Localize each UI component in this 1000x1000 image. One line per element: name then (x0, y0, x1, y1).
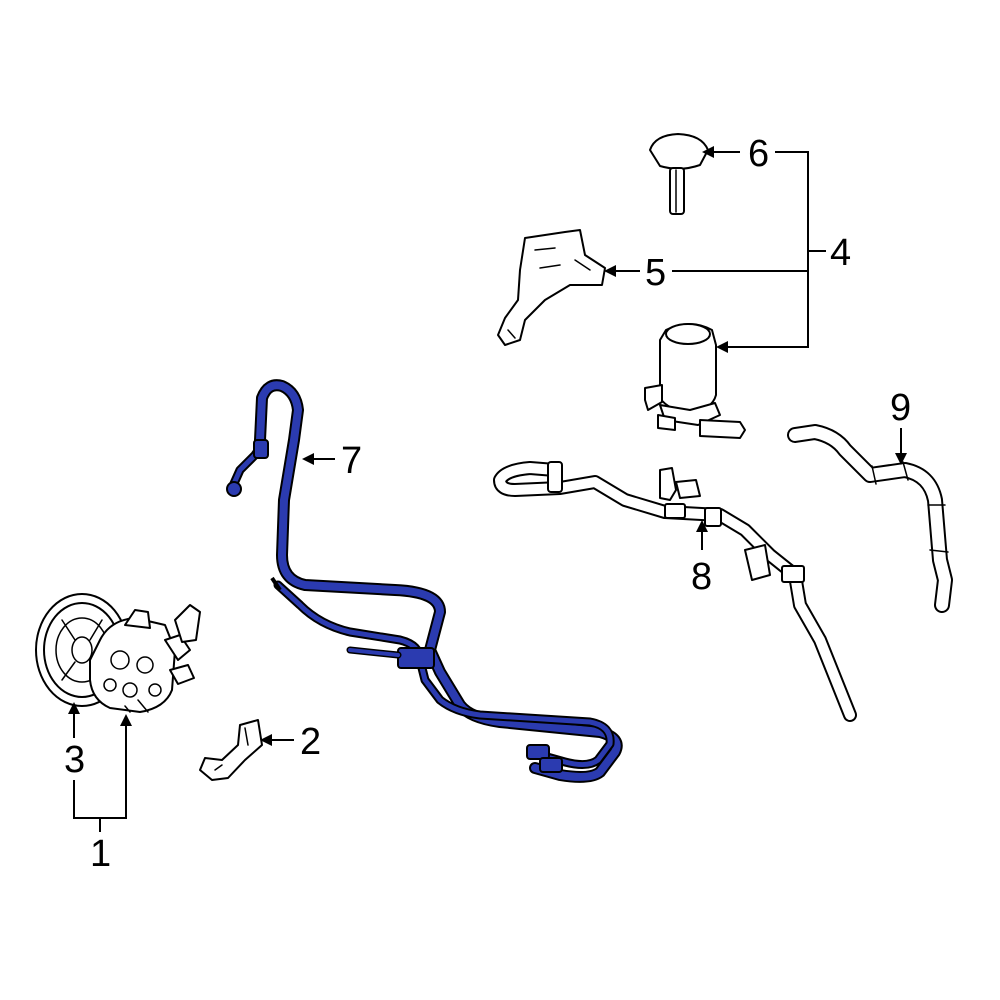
callout-labels: 6 4 5 7 9 8 2 3 1 (64, 133, 911, 875)
pressure-hose-part[interactable] (226, 379, 623, 783)
callout-1: 1 (90, 833, 111, 875)
leader-lines (68, 146, 907, 832)
reservoir-cap-part[interactable] (649, 133, 709, 215)
reservoir-bracket-part[interactable] (497, 229, 606, 346)
reservoir-hose-part[interactable] (787, 424, 953, 613)
callout-9: 9 (890, 387, 911, 429)
callout-5: 5 (645, 252, 666, 294)
return-hose-part[interactable] (493, 461, 857, 722)
callout-2: 2 (300, 721, 321, 763)
pump-bracket-part[interactable] (199, 719, 263, 781)
callout-3: 3 (64, 739, 85, 781)
reservoir-part[interactable] (644, 323, 746, 439)
callout-4: 4 (830, 232, 851, 274)
callout-8: 8 (691, 556, 712, 598)
callout-6: 6 (748, 133, 769, 175)
callout-7: 7 (341, 440, 362, 482)
power-steering-pump-part[interactable] (35, 593, 201, 713)
